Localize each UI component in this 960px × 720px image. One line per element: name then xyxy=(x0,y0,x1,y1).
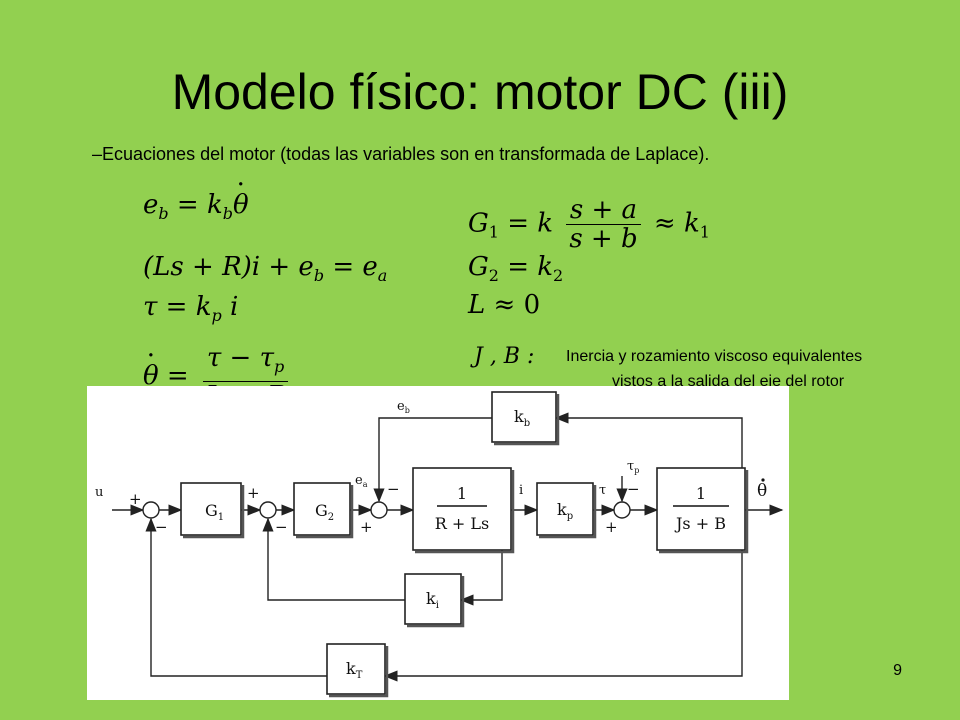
note-line-2: vistos a la salida del eje del rotor xyxy=(612,373,845,390)
kt-label: kT xyxy=(346,659,363,681)
signal-ea: ea xyxy=(355,473,368,489)
kp-label: kp xyxy=(557,500,573,522)
block-diagram-svg: G1 G2 1 R + Ls 1 Js + B kp kb ki kT u eb… xyxy=(95,391,784,698)
electrical-denominator: R + Ls xyxy=(435,514,489,533)
equation-inductance: L ≈ 0 xyxy=(468,290,541,320)
sign-sum1-plus: + xyxy=(129,490,142,508)
slide-subtitle: –Ecuaciones del motor (todas las variabl… xyxy=(92,144,710,164)
block-kb xyxy=(491,391,557,443)
slide-title: Modelo físico: motor DC (iii) xyxy=(171,64,789,120)
block-kt xyxy=(326,643,386,695)
sign-sum2-minus: − xyxy=(275,518,288,536)
ki-label: ki xyxy=(426,589,439,611)
block-ki xyxy=(404,573,462,625)
sign-sum3-plus: + xyxy=(360,518,373,536)
block-g2 xyxy=(293,482,351,536)
sign-sum3-minus: − xyxy=(387,480,400,498)
sign-sum4-plus: + xyxy=(605,518,618,536)
block-mechanical xyxy=(656,467,746,551)
equation-electrical: (Ls + R)i + eb = ea xyxy=(143,252,388,286)
signal-i: i xyxy=(519,483,523,498)
summing-junction-1 xyxy=(142,501,160,519)
sign-sum1-minus: − xyxy=(155,518,168,536)
mechanical-denominator: Js + B xyxy=(674,514,726,533)
signal-u: u xyxy=(95,485,103,500)
block-kp xyxy=(536,482,594,536)
summing-junction-2 xyxy=(259,501,277,519)
mechanical-numerator: 1 xyxy=(696,484,706,503)
g2-label: G2 xyxy=(315,501,334,523)
signal-taup: τp xyxy=(627,459,639,475)
g1-label: G1 xyxy=(205,501,224,523)
summing-junction-4 xyxy=(613,501,631,519)
sign-sum2-plus: + xyxy=(247,484,260,502)
equation-back-emf: eb = kbθ xyxy=(143,190,249,229)
block-g1 xyxy=(180,482,242,536)
kb-label: kb xyxy=(514,407,530,429)
equation-g2: G2 = k2 xyxy=(468,252,564,286)
note-symbols: J , B : xyxy=(474,344,535,369)
page-number: 9 xyxy=(893,662,902,679)
note-line-1: Inercia y rozamiento viscoso equivalente… xyxy=(566,348,863,365)
equation-torque: τ = kp i xyxy=(143,292,239,326)
summing-junction-3 xyxy=(370,501,388,519)
signal-tau: τ xyxy=(599,483,606,498)
block-electrical xyxy=(412,467,512,551)
block-diagram: G1 G2 1 R + Ls 1 Js + B kp kb ki kT u eb… xyxy=(87,386,789,700)
signal-eb: eb xyxy=(397,399,410,415)
electrical-numerator: 1 xyxy=(457,484,467,503)
signal-theta-dot: θ xyxy=(757,481,767,501)
sign-sum4-minus: − xyxy=(627,480,640,498)
